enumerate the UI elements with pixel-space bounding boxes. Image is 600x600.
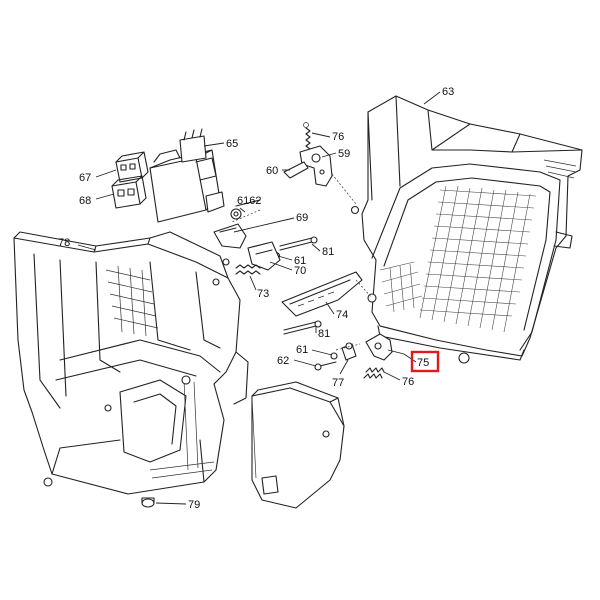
label-68: 68: [79, 195, 91, 207]
part-67-relay: [115, 151, 149, 183]
label-75: 75: [417, 357, 429, 369]
guide-lines: [231, 173, 373, 351]
control-unit-box: [149, 149, 225, 223]
housing-lower-grid: [379, 261, 423, 313]
part-77-pin: [341, 342, 357, 361]
label-76-lower: 76: [402, 376, 414, 388]
highlight-box-75: [410, 350, 440, 373]
part-78-housing: [13, 231, 249, 495]
part-65-connector: [179, 128, 207, 163]
part-76-spring-upper: [303, 122, 311, 153]
part-79-nut: [141, 497, 155, 508]
part-81-rod-lower: [283, 320, 322, 335]
leader-lines: [77, 91, 441, 505]
label-77: 77: [332, 377, 344, 389]
part-81-rod-upper: [279, 236, 318, 251]
part-63-housing: [350, 95, 583, 364]
label-61-62: 6162: [237, 195, 261, 207]
label-63: 63: [442, 86, 454, 98]
label-69: 69: [296, 212, 308, 224]
label-78: 78: [58, 237, 70, 249]
part-76-spring-lower: [363, 367, 385, 379]
label-81-lower: 81: [318, 328, 330, 340]
part-60-arm: [283, 161, 309, 179]
label-67: 67: [79, 172, 91, 184]
housing-grid: [419, 185, 537, 333]
part-70-cam: [247, 241, 281, 271]
part-62-screw: [314, 361, 337, 371]
cover-panel: [251, 381, 345, 509]
label-60: 60: [266, 165, 278, 177]
part-61-62-screw: [230, 199, 261, 220]
label-79: 79: [188, 499, 200, 511]
part-69-bracket: [213, 223, 247, 249]
part-73-spring: [235, 264, 261, 275]
label-76-upper: 76: [332, 131, 344, 143]
part-74-actuator: [281, 271, 363, 317]
label-70: 70: [294, 265, 306, 277]
part-68-relay: [111, 175, 147, 209]
label-62: 62: [277, 355, 289, 367]
part-75-lever: [365, 333, 393, 361]
label-81-upper: 81: [322, 246, 334, 258]
label-59: 59: [338, 148, 350, 160]
label-65: 65: [226, 138, 238, 150]
callout-labels: 63 65 67 68 76 59 60 6162 69 78 81 61 70…: [58, 86, 454, 511]
part-61-washer-lower: [330, 352, 338, 360]
label-61-upper: 61: [294, 255, 306, 267]
label-73: 73: [257, 288, 269, 300]
label-61-lower: 61: [296, 344, 308, 356]
label-74: 74: [336, 309, 348, 321]
